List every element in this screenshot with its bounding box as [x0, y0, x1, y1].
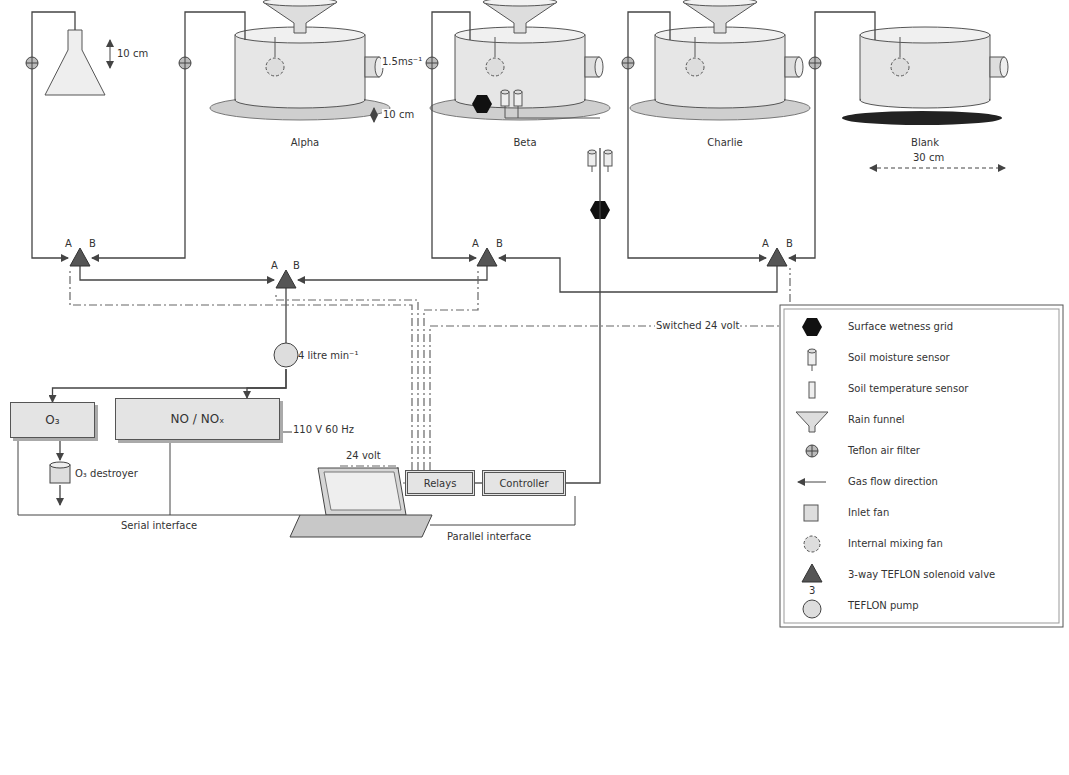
chamber: Blank — [835, 20, 1015, 148]
annotation-label: A — [471, 238, 480, 250]
legend-text: Teflon air filter — [848, 444, 920, 458]
annotation-label: A — [64, 238, 73, 250]
annotation-label: 24 volt — [345, 450, 382, 462]
connector — [566, 148, 600, 483]
analyser-box: NO / NOₓ — [115, 398, 280, 440]
legend-text: Internal mixing fan — [848, 537, 943, 551]
connector — [247, 369, 286, 398]
node-text: Charlie — [707, 137, 742, 148]
annotation-label: Parallel interface — [446, 531, 532, 543]
legend-text: Soil temperature sensor — [848, 382, 968, 396]
analyser-box: O₃ — [10, 402, 95, 438]
annotation-label: B — [495, 238, 504, 250]
node-text: NO / NOₓ — [171, 412, 225, 426]
annotation-label: A — [270, 260, 279, 272]
annotation-label: Serial interface — [120, 520, 198, 532]
legend-text: Rain funnel — [848, 413, 905, 427]
legend-text: TEFLON pump — [848, 599, 919, 613]
node-text: Controller — [499, 478, 548, 489]
annotation-label: Switched 24 volt — [655, 320, 740, 332]
node-text: O₃ — [45, 413, 59, 427]
node-text: Beta — [513, 137, 536, 148]
pump: 4 litre min⁻¹ — [272, 341, 382, 369]
ozone-destroyer: O₃ destroyer — [45, 460, 165, 486]
legend-text: Gas flow direction — [848, 475, 938, 489]
annotation-label: 10 cm — [116, 48, 149, 60]
connector — [59, 438, 60, 460]
annotation-label: B — [292, 260, 301, 272]
chamber: Alpha — [210, 20, 400, 148]
chamber: Beta — [430, 20, 620, 148]
node-text: 4 litre min⁻¹ — [298, 350, 358, 361]
relay-box: Relays — [405, 470, 475, 496]
annotation-label: 1.5ms⁻¹ — [381, 56, 423, 68]
legend-text: Inlet fan — [848, 506, 889, 520]
legend-text: Surface wetness grid — [848, 320, 953, 334]
legend-text: Soil moisture sensor — [848, 351, 950, 365]
legend-text: 3-way TEFLON solenoid valve — [848, 568, 995, 582]
annotation-label: B — [785, 238, 794, 250]
annotation-label: 10 cm — [382, 109, 415, 121]
annotation-label: A — [761, 238, 770, 250]
annotation-label: 30 cm — [912, 152, 945, 164]
chamber: Charlie — [630, 20, 820, 148]
node-text: Alpha — [291, 137, 319, 148]
node-text: O₃ destroyer — [75, 468, 138, 479]
annotation-label: B — [88, 238, 97, 250]
annotation-label: 3 — [808, 585, 816, 597]
controller-box: Controller — [482, 470, 566, 496]
annotation-label: 110 V 60 Hz — [292, 424, 355, 436]
node-text: Relays — [424, 478, 457, 489]
connector — [475, 482, 482, 483]
node-text: Blank — [911, 137, 939, 148]
